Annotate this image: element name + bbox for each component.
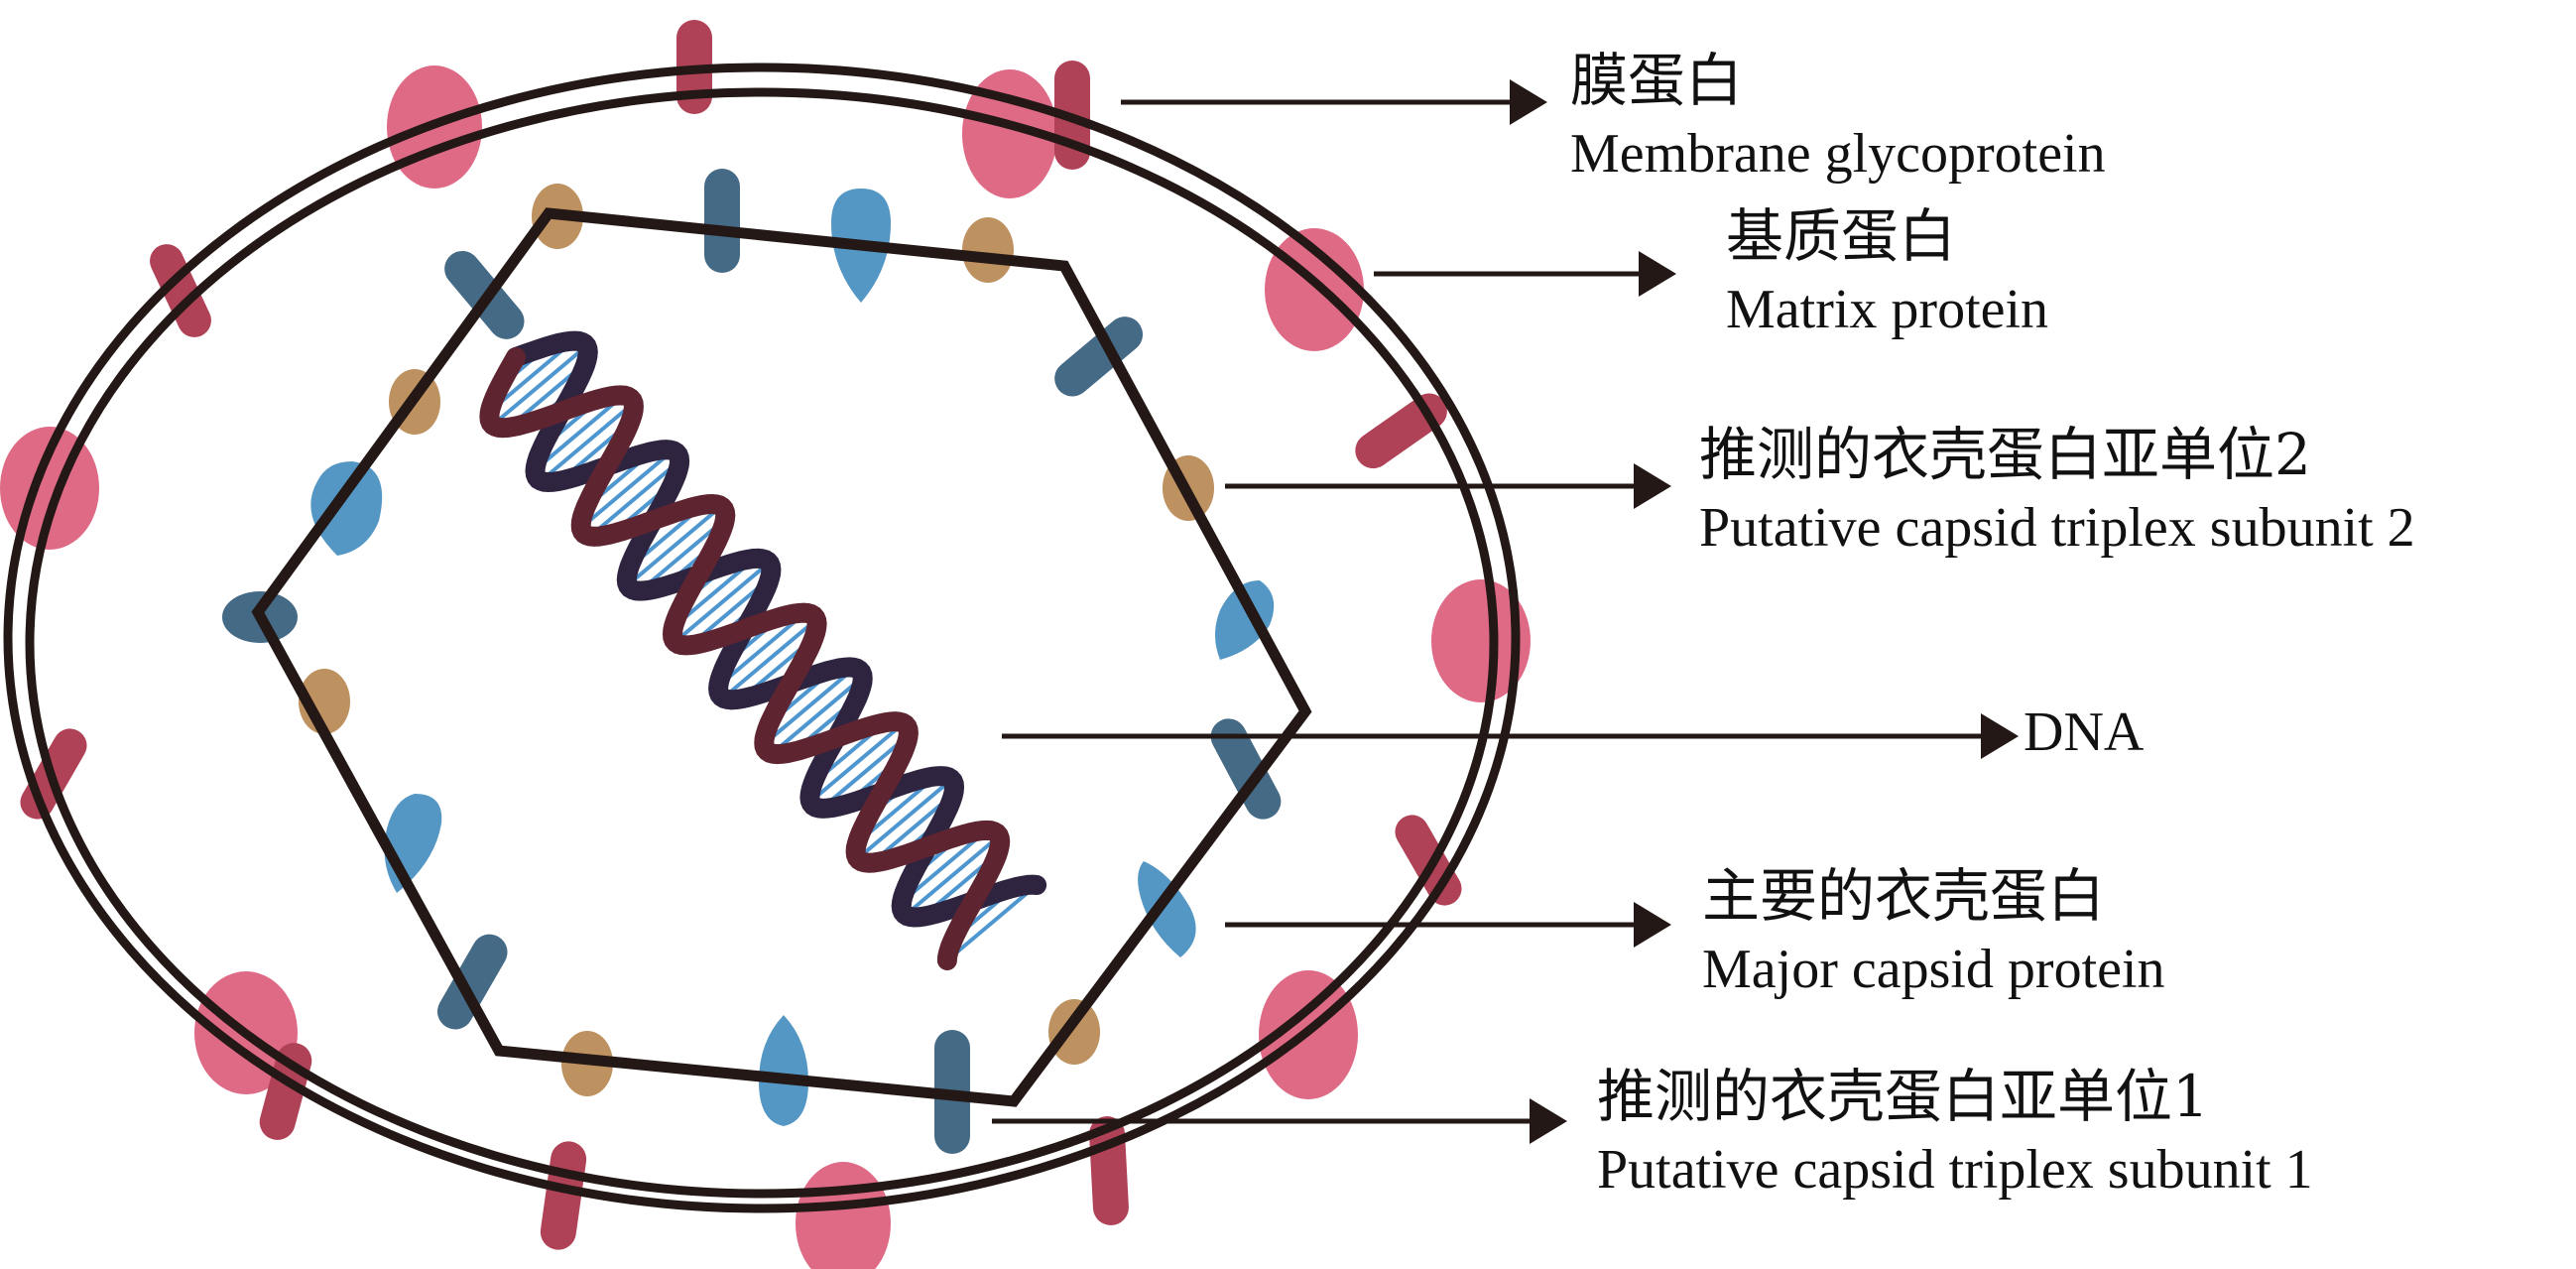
dna-helix <box>479 330 1047 970</box>
dna-base-pair <box>716 611 807 688</box>
arrow-dna <box>1002 713 2019 759</box>
arrow-capsid-triplex-2 <box>1225 463 1671 509</box>
major-capsid-protein <box>384 794 442 893</box>
dna-base-pair <box>674 561 771 644</box>
arrow-capsid-triplex-1 <box>992 1098 1567 1144</box>
label-major-capsid-protein: 主要的衣壳蛋白 Major capsid protein <box>1702 863 2165 1001</box>
dna-base-pair <box>819 733 911 811</box>
dna-base-pair <box>763 666 856 746</box>
label-capsid-triplex-2: 推测的衣壳蛋白亚单位2 Putative capsid triplex subu… <box>1699 422 2415 560</box>
label-zh: 膜蛋白 <box>1570 47 1744 114</box>
label-zh: 基质蛋白 <box>1726 202 1957 270</box>
label-en: Putative capsid triplex subunit 1 <box>1597 1138 2313 1201</box>
label-zh: 推测的衣壳蛋白亚单位2 <box>1699 421 2311 488</box>
major-capsid-protein <box>310 461 383 556</box>
triplex-subunit-1 <box>704 169 740 273</box>
matrix-bar <box>150 244 211 337</box>
major-capsid-protein <box>759 1015 808 1126</box>
major-capsid-protein <box>1215 580 1275 660</box>
dna-strand-red <box>479 347 1011 970</box>
label-en: Putative capsid triplex subunit 2 <box>1699 496 2415 559</box>
arrow-major-capsid-protein <box>1225 902 1671 948</box>
triplex-subunit-2 <box>1048 999 1100 1065</box>
dna-base-pair <box>534 394 625 471</box>
envelope-outer <box>3 63 1521 1213</box>
triplex-subunit-1 <box>1054 317 1144 397</box>
triplex-subunit-2 <box>962 217 1014 283</box>
dna-base-pair <box>579 448 675 530</box>
triplex-subunit-1 <box>1210 718 1282 820</box>
capsid-shell <box>251 207 1312 1107</box>
dna-base-pair <box>588 458 681 539</box>
label-zh: 主要的衣壳蛋白 <box>1702 862 2106 930</box>
arrow-membrane-glycoprotein <box>1121 79 1547 125</box>
label-matrix-protein: 基质蛋白 Matrix protein <box>1726 203 2048 341</box>
label-en: Major capsid protein <box>1702 938 2165 1000</box>
glycoprotein-large <box>1431 579 1531 702</box>
label-zh: 推测的衣壳蛋白亚单位1 <box>1597 1063 2209 1130</box>
label-en: Matrix protein <box>1726 278 2049 340</box>
label-en: Membrane glycoprotein <box>1570 122 2106 185</box>
dna-base-pair <box>626 504 723 587</box>
label-en: DNA <box>2024 701 2145 763</box>
dna-base-pair <box>721 617 818 700</box>
leader-lines <box>992 79 2019 1144</box>
label-dna: DNA <box>2024 700 2144 764</box>
arrow-matrix-protein <box>1374 251 1676 297</box>
dna-strand-dark <box>506 330 1047 928</box>
label-capsid-triplex-1: 推测的衣壳蛋白亚单位1 Putative capsid triplex subu… <box>1597 1064 2313 1202</box>
capsid-proteins <box>222 169 1282 1154</box>
dna-base-pair <box>904 834 1001 917</box>
label-membrane-glycoprotein: 膜蛋白 Membrane glycoprotein <box>1570 48 2106 186</box>
dna-base-pair <box>856 778 953 860</box>
dna-base-pair <box>771 676 864 755</box>
major-capsid-protein <box>1138 861 1196 957</box>
dna-base-pair <box>491 344 588 427</box>
dna-base-pair <box>540 401 635 483</box>
envelope-inner <box>25 87 1499 1199</box>
glycoprotein-large <box>796 1162 891 1269</box>
dna-base-pair <box>808 721 906 804</box>
envelope <box>3 63 1521 1213</box>
dna-base-pair <box>945 883 1039 962</box>
triplex-subunit-1 <box>437 934 508 1030</box>
